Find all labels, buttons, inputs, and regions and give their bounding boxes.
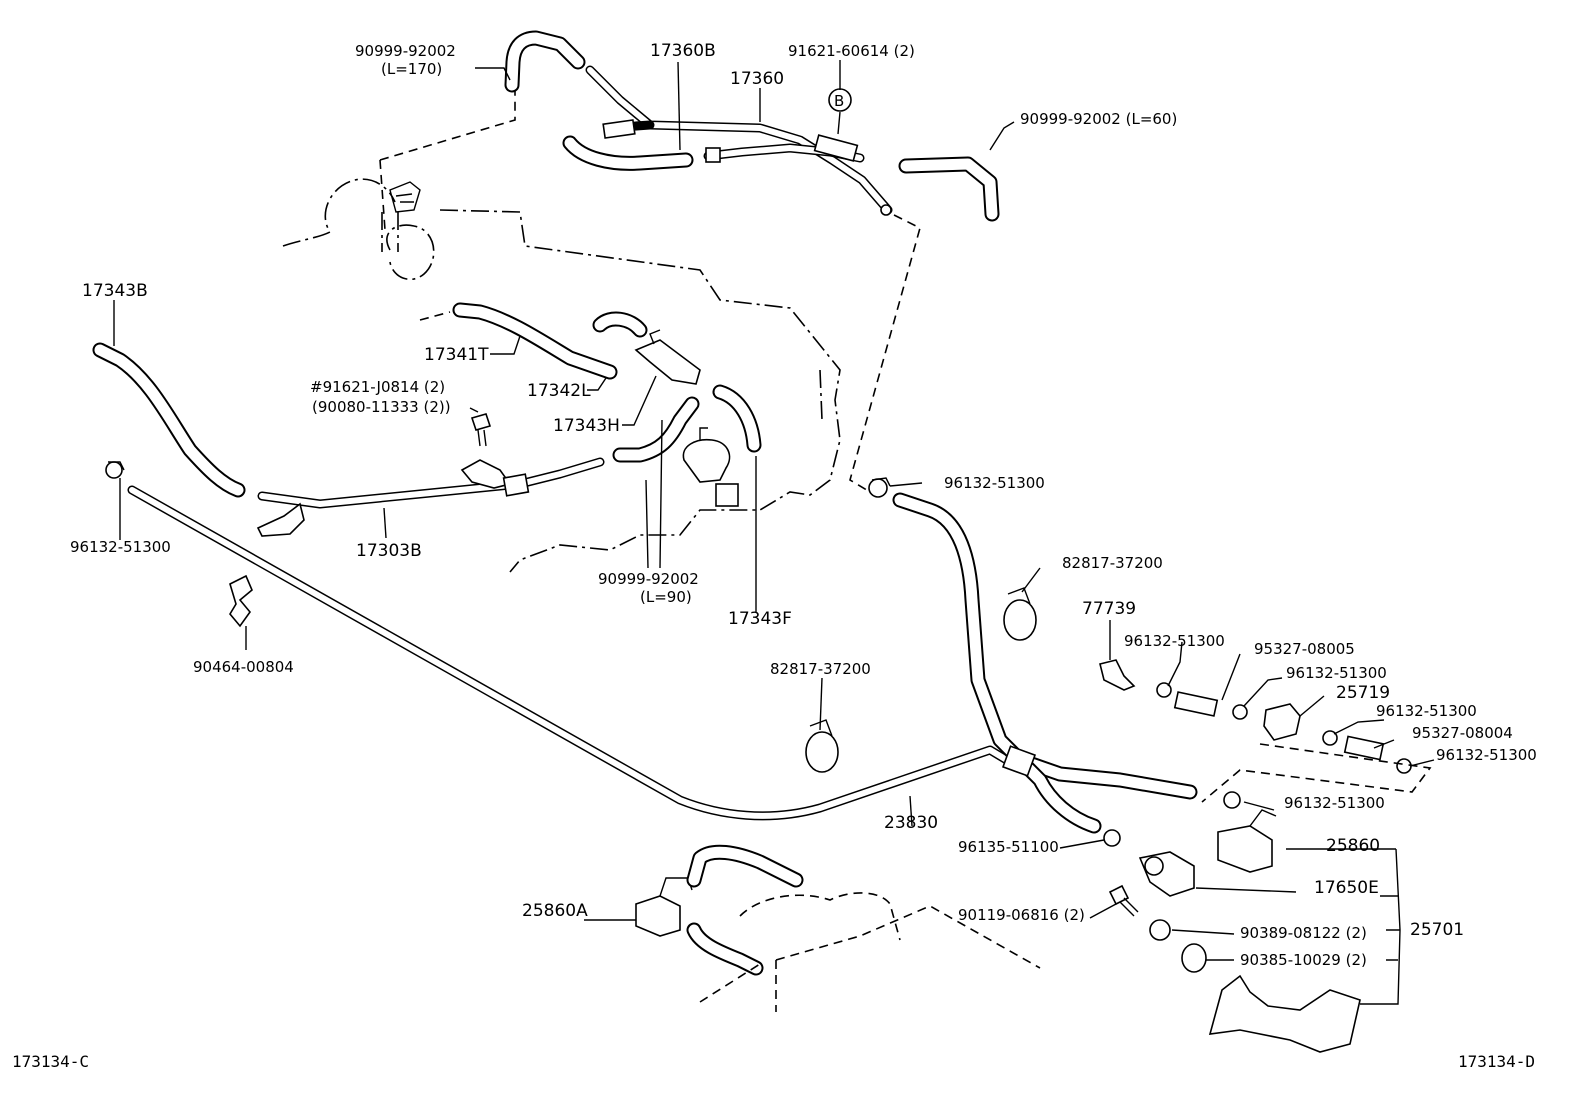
vsv-25860a xyxy=(635,877,693,937)
clamp-96132-51300-b xyxy=(1232,704,1248,720)
clamp-96132-51300-c xyxy=(1322,730,1338,746)
label-96132-51300-left: 96132-51300 xyxy=(70,538,171,556)
label-90385-10029: 90385-10029 (2) xyxy=(1240,951,1367,969)
label-25719: 25719 xyxy=(1336,683,1390,703)
vsv-group-outline xyxy=(1201,743,1432,803)
hose-23830 xyxy=(127,485,1198,834)
leader-lines xyxy=(113,60,1435,1005)
label-96132-51300-a: 96132-51300 xyxy=(1124,632,1225,650)
label-90999-92002-l90: 90999-92002 xyxy=(598,570,699,588)
label-23830: 23830 xyxy=(884,813,938,833)
hose-17343b xyxy=(92,342,246,498)
pipe-17360 xyxy=(585,65,893,216)
charcoal-canister-outline xyxy=(699,892,1041,1012)
hose-17343f xyxy=(712,384,762,453)
hose-17342l xyxy=(592,311,701,385)
label-96132-51300-e: 96132-51300 xyxy=(1284,794,1385,812)
hose-90999-92002-l170 xyxy=(504,30,586,93)
hose-17360b xyxy=(562,135,694,171)
hose-90999-92002-l60 xyxy=(898,156,1000,222)
label-l170: (L=170) xyxy=(381,60,442,78)
clamp-82817-37200-right xyxy=(1003,587,1037,641)
label-90119-06816: 90119-06816 (2) xyxy=(958,906,1085,924)
reference-marker-b: B xyxy=(828,88,852,112)
label-25701: 25701 xyxy=(1410,920,1464,940)
label-90999-92002-l170: 90999-92002 xyxy=(355,42,456,60)
bolt-90119-06816 xyxy=(1108,884,1139,917)
vsv-17650e xyxy=(1138,851,1195,897)
label-96132-51300-c: 96132-51300 xyxy=(1376,702,1477,720)
clamp-96132-51300-top xyxy=(868,477,891,498)
label-90389-08122: 90389-08122 (2) xyxy=(1240,924,1367,942)
figure-code-right: 173134-D xyxy=(1458,1052,1535,1071)
vsv-25860 xyxy=(1217,809,1277,873)
label-17343b: 17343B xyxy=(82,281,148,301)
label-91621-j0814: #91621-J0814 (2) xyxy=(310,378,445,396)
label-17341t: 17341T xyxy=(424,345,489,365)
label-82817-37200-mid: 82817-37200 xyxy=(770,660,871,678)
label-95327-08004: 95327-08004 xyxy=(1412,724,1513,742)
label-17650e: 17650E xyxy=(1314,878,1379,898)
label-17303b: 17303B xyxy=(356,541,422,561)
label-91621-60614: 91621-60614 (2) xyxy=(788,42,915,60)
clamp-96135-51100 xyxy=(1103,829,1121,847)
clamp-96132-51300-d xyxy=(1396,758,1412,774)
hose-17341t xyxy=(419,302,618,380)
engine-outline xyxy=(282,86,921,573)
hose-95327-08004 xyxy=(1343,735,1385,761)
hose-25860a xyxy=(686,844,804,976)
label-17360b: 17360B xyxy=(650,41,716,61)
label-90464-00804: 90464-00804 xyxy=(193,658,294,676)
clamp-96132-51300-a xyxy=(1156,682,1172,698)
clamp-96132-51300-left xyxy=(105,461,125,479)
hose-17343h xyxy=(612,396,700,463)
label-17342l: 17342L xyxy=(527,381,591,401)
label-25860a: 25860A xyxy=(522,901,588,921)
pipe-17303b xyxy=(256,457,605,537)
bolt-91621-j0814 xyxy=(470,413,492,447)
valve-25719 xyxy=(1263,703,1301,741)
label-96132-51300-top: 96132-51300 xyxy=(944,474,1045,492)
grommet-90385-10029 xyxy=(1181,943,1207,973)
label-17343f: 17343F xyxy=(728,609,792,629)
vacuum-valve xyxy=(682,427,739,507)
label-17360: 17360 xyxy=(730,69,784,89)
part-labels: 90999-92002 (L=170) 17360B 91621-60614 (… xyxy=(12,41,1537,1071)
label-96132-51300-b: 96132-51300 xyxy=(1286,664,1387,682)
label-95327-08005: 95327-08005 xyxy=(1254,640,1355,658)
label-90080-11333: (90080-11333 (2)) xyxy=(312,398,451,416)
vsv-77739 xyxy=(1099,659,1136,691)
engine-hose-clamp xyxy=(389,181,421,213)
label-82817-37200-right: 82817-37200 xyxy=(1062,554,1163,572)
label-96132-51300-d: 96132-51300 xyxy=(1436,746,1537,764)
nut-90389-08122 xyxy=(1149,919,1171,941)
bracket-25701 xyxy=(1208,974,1361,1053)
label-90999-92002-l60: 90999-92002 (L=60) xyxy=(1020,110,1177,128)
hose-95327-08005 xyxy=(1173,691,1219,717)
label-17343h: 17343H xyxy=(553,416,620,436)
label-96135-51100: 96135-51100 xyxy=(958,838,1059,856)
label-l90: (L=90) xyxy=(640,588,692,606)
clip-90464-00804 xyxy=(229,574,253,628)
clamp-96132-51300-e xyxy=(1223,791,1241,809)
figure-code-left: 173134-C xyxy=(12,1052,89,1071)
label-77739: 77739 xyxy=(1082,599,1136,619)
label-25860: 25860 xyxy=(1326,836,1380,856)
marker-b-label: B xyxy=(834,92,844,110)
clamp-82817-37200-mid xyxy=(805,719,839,773)
